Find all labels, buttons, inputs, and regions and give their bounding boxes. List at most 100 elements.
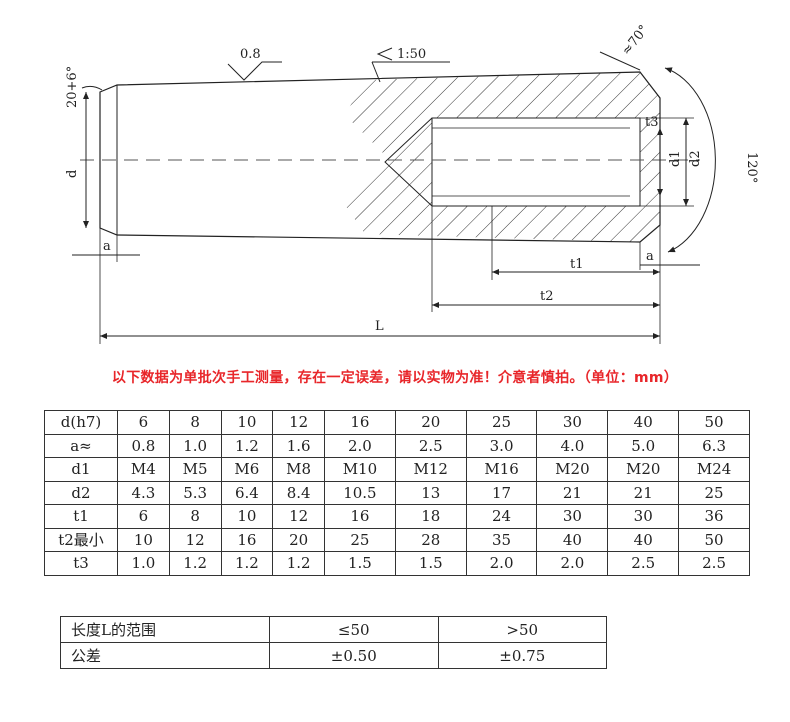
- table-cell: 13: [394, 480, 467, 505]
- table-cell: 16: [324, 410, 396, 435]
- L-label: L: [375, 319, 384, 334]
- d-label: d: [65, 170, 80, 178]
- table-cell: 30: [607, 504, 680, 529]
- taper-value: 1:50: [397, 47, 426, 62]
- table-cell: 21: [607, 480, 680, 505]
- thread-angle-arc: [664, 67, 716, 253]
- table-cell: 6: [117, 504, 170, 529]
- table-cell: 1.0: [168, 433, 222, 458]
- table-cell: 5.3: [168, 480, 222, 505]
- technical-drawing: 0.8 1:50 ≈70° 120° 20+6° d a d1 d2 t3 t1…: [65, 22, 759, 344]
- table-cell: 1.5: [324, 551, 396, 576]
- table-cell: 12: [168, 527, 222, 552]
- table-cell: >50: [437, 616, 607, 643]
- table-cell: 1.6: [272, 433, 325, 458]
- table-cell: 12: [272, 504, 325, 529]
- row-header: t1: [44, 504, 118, 529]
- table-cell: 6.3: [678, 433, 750, 458]
- table-cell: 6.4: [220, 480, 274, 505]
- table-row: 长度L的范围≤50>50: [60, 616, 607, 643]
- table-cell: 2.0: [324, 433, 396, 458]
- table-cell: 2.0: [465, 551, 538, 576]
- row-header: t3: [44, 551, 118, 576]
- table-cell: 8.4: [272, 480, 325, 505]
- table-cell: ±0.75: [437, 642, 607, 669]
- taper-icon: [376, 47, 393, 61]
- table-cell: M10: [324, 457, 396, 482]
- table-cell: 30: [536, 504, 609, 529]
- table-cell: 30: [536, 410, 609, 435]
- table-cell: 8: [168, 410, 222, 435]
- table-cell: 25: [465, 410, 538, 435]
- table-cell: 17: [465, 480, 538, 505]
- table-cell: 21: [536, 480, 609, 505]
- row-header: 长度L的范围: [60, 616, 270, 643]
- row-header: d(h7): [44, 410, 118, 435]
- table-cell: 10.5: [324, 480, 396, 505]
- roughness-value: 0.8: [240, 47, 261, 62]
- table-cell: M20: [536, 457, 609, 482]
- t2-label: t2: [540, 289, 554, 304]
- row-header: 公差: [60, 642, 270, 669]
- d1-label: d1: [668, 150, 683, 167]
- table-cell: 36: [678, 504, 750, 529]
- table-cell: 12: [272, 410, 325, 435]
- threaded-bore: [431, 117, 641, 207]
- table-cell: 25: [678, 480, 750, 505]
- table-cell: 3.0: [465, 433, 538, 458]
- table-cell: 28: [394, 527, 467, 552]
- table-cell: 25: [324, 527, 396, 552]
- table-cell: 16: [324, 504, 396, 529]
- table-cell: 35: [465, 527, 538, 552]
- table-cell: 8: [168, 504, 222, 529]
- tolerance-arc: [81, 85, 103, 91]
- table-cell: 18: [394, 504, 467, 529]
- table-cell: 24: [465, 504, 538, 529]
- table-cell: 16: [220, 527, 274, 552]
- table-cell: M6: [220, 457, 274, 482]
- table-cell: 2.5: [394, 433, 467, 458]
- table-cell: 2.5: [607, 551, 680, 576]
- table-cell: M4: [117, 457, 170, 482]
- table-cell: 10: [117, 527, 170, 552]
- table-cell: 50: [678, 410, 750, 435]
- table-cell: 10: [220, 504, 274, 529]
- thread-angle: 120°: [744, 152, 759, 183]
- chamfer-angle: ≈70°: [619, 22, 652, 58]
- chamfer-leader: [599, 51, 641, 71]
- row-header: a≈: [44, 433, 118, 458]
- table-cell: 40: [607, 410, 680, 435]
- table-cell: M24: [678, 457, 750, 482]
- table-cell: 40: [607, 527, 680, 552]
- drill-cone: [384, 117, 433, 207]
- taper-leader: [371, 61, 381, 83]
- row-header: d1: [44, 457, 118, 482]
- table-cell: 1.2: [168, 551, 222, 576]
- table-cell: 1.0: [117, 551, 170, 576]
- t3-label: t3: [645, 115, 659, 130]
- table-cell: 10: [220, 410, 274, 435]
- table-cell: M16: [465, 457, 538, 482]
- measurement-notice: 以下数据为单批次手工测量，存在一定误差，请以实物为准！介意者慎拍。（单位：mm）: [111, 370, 679, 386]
- table-cell: M20: [607, 457, 680, 482]
- t1-label: t1: [570, 257, 584, 272]
- table-cell: 1.2: [272, 551, 325, 576]
- table-cell: 0.8: [117, 433, 170, 458]
- tolerance-ref: 20+6°: [65, 66, 80, 108]
- table-cell: 1.2: [220, 433, 274, 458]
- table-cell: 20: [272, 527, 325, 552]
- row-header: d2: [44, 480, 118, 505]
- roughness-symbol: [227, 61, 282, 81]
- a-right-label: a: [646, 249, 654, 264]
- table-cell: 40: [536, 527, 609, 552]
- table-cell: 2.5: [678, 551, 750, 576]
- table-cell: 6: [117, 410, 170, 435]
- table-cell: 4.0: [536, 433, 609, 458]
